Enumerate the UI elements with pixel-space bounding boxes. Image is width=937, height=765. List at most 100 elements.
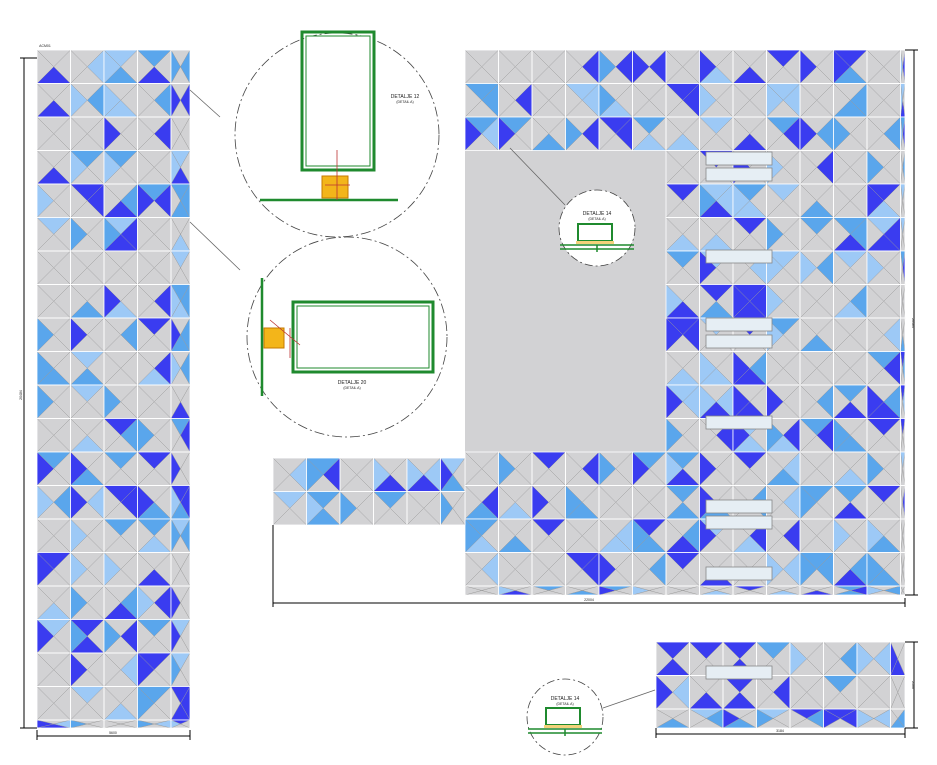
colored-tile-triangle xyxy=(565,552,599,570)
colored-tile-triangle xyxy=(180,318,190,352)
colored-tile-triangle xyxy=(373,491,407,509)
colored-tile-triangle xyxy=(766,117,800,134)
window-opening xyxy=(705,499,773,514)
colored-tile-triangle xyxy=(599,117,633,134)
colored-tile-triangle xyxy=(171,351,181,385)
colored-tile-triangle xyxy=(900,217,905,235)
colored-tile-triangle xyxy=(599,50,616,84)
colored-tile-triangle xyxy=(833,401,867,419)
colored-tile-triangle xyxy=(766,318,800,335)
colored-tile-triangle xyxy=(816,552,834,586)
colored-tile-triangle xyxy=(800,485,834,503)
colored-tile-triangle xyxy=(699,301,733,318)
colored-tile-triangle xyxy=(656,658,690,676)
detail-14-bottom-callout[interactable]: DETALJE 14 (DETAIL A) xyxy=(526,678,604,756)
colored-tile-triangle xyxy=(180,351,190,385)
colored-tile-triangle xyxy=(723,692,757,709)
colored-tile-triangle xyxy=(902,385,905,419)
colored-tile-triangle xyxy=(900,184,905,201)
colored-tile-triangle xyxy=(699,284,733,302)
colored-tile-triangle xyxy=(70,368,104,385)
colored-tile-triangle xyxy=(699,83,717,117)
colored-tile-triangle xyxy=(900,334,905,352)
colored-tile-triangle xyxy=(565,485,583,519)
colored-tile-triangle xyxy=(833,385,867,402)
colored-tile-triangle xyxy=(867,251,884,285)
colored-tile-triangle xyxy=(171,401,190,419)
colored-tile-triangle xyxy=(733,184,767,201)
colored-tile-triangle xyxy=(104,485,138,503)
detail-20-callout[interactable]: DETALJE 20 (DETAIL A) xyxy=(246,236,448,438)
colored-tile-triangle xyxy=(867,217,901,235)
colored-tile-triangle xyxy=(867,351,901,369)
colored-tile-triangle xyxy=(104,50,121,84)
colored-tile-triangle xyxy=(154,284,171,318)
colored-tile-triangle xyxy=(699,452,717,486)
colored-tile-triangle xyxy=(180,284,190,318)
colored-tile-triangle xyxy=(498,117,516,151)
colored-tile-triangle xyxy=(766,184,800,201)
detail-14-callout[interactable]: DETALJE 14 (DETAIL A) xyxy=(558,189,636,267)
colored-tile-triangle xyxy=(723,642,757,659)
colored-tile-triangle xyxy=(154,83,171,117)
detail-14-bottom-subtitle: (DETAIL A) xyxy=(556,702,573,706)
colored-tile-triangle xyxy=(867,401,901,419)
colored-tile-triangle xyxy=(104,301,138,318)
colored-tile-triangle xyxy=(137,485,155,519)
leader-lines xyxy=(189,89,656,709)
colored-tile-triangle xyxy=(723,675,757,693)
colored-tile-triangle xyxy=(790,709,824,719)
colored-tile-triangle xyxy=(706,709,723,728)
colored-tile-triangle xyxy=(171,485,190,503)
colored-tile-triangle xyxy=(137,720,155,728)
colored-tile-triangle xyxy=(104,519,138,536)
colored-tile-triangle xyxy=(900,385,905,402)
colored-tile-triangle xyxy=(532,586,566,591)
colored-tile-triangle xyxy=(565,83,599,101)
colored-tile-triangle xyxy=(154,720,171,728)
colored-tile-triangle xyxy=(902,485,905,519)
dim-small-width: 3184 xyxy=(776,729,784,733)
colored-tile-triangle xyxy=(171,251,190,268)
detail-12-callout[interactable]: DETALJE 12 (DETAIL A) xyxy=(234,30,440,238)
colored-tile-triangle xyxy=(850,217,867,251)
colored-tile-triangle xyxy=(481,485,499,519)
colored-tile-triangle xyxy=(532,452,566,469)
colored-tile-triangle xyxy=(733,401,767,419)
colored-tile-triangle xyxy=(666,284,683,318)
colored-tile-triangle xyxy=(833,418,851,452)
colored-tile-triangle xyxy=(137,318,171,335)
colored-tile-triangle xyxy=(766,284,784,318)
colored-tile-triangle xyxy=(440,458,465,475)
colored-tile-triangle xyxy=(37,368,71,385)
colored-tile-triangle xyxy=(565,590,599,595)
colored-tile-triangle xyxy=(883,351,901,385)
colored-tile-triangle xyxy=(666,418,683,452)
colored-tile-triangle xyxy=(833,50,867,67)
colored-tile-triangle xyxy=(816,251,834,285)
colored-tile-triangle xyxy=(666,318,683,352)
colored-tile-triangle xyxy=(649,552,666,586)
colored-tile-triangle xyxy=(407,474,441,492)
colored-tile-triangle xyxy=(104,385,121,419)
colored-tile-triangle xyxy=(833,590,867,595)
colored-tile-triangle xyxy=(806,709,824,728)
colored-tile-triangle xyxy=(833,50,851,84)
colored-tile-triangle xyxy=(883,385,901,419)
colored-tile-triangle xyxy=(137,653,171,670)
colored-tile-triangle xyxy=(154,351,171,385)
colored-tile-triangle xyxy=(699,234,733,251)
colored-tile-triangle xyxy=(823,709,857,719)
colored-tile-triangle xyxy=(171,284,181,318)
tile-panels xyxy=(36,49,906,729)
colored-tile-triangle xyxy=(87,184,104,218)
colored-tile-triangle xyxy=(481,83,499,117)
colored-tile-triangle xyxy=(306,458,340,475)
colored-tile-triangle xyxy=(733,435,767,452)
colored-tile-triangle xyxy=(171,686,190,704)
colored-tile-triangle xyxy=(137,452,171,469)
colored-tile-triangle xyxy=(104,150,138,168)
colored-tile-triangle xyxy=(599,83,616,117)
colored-tile-triangle xyxy=(37,66,71,84)
colored-tile-triangle xyxy=(766,468,800,486)
